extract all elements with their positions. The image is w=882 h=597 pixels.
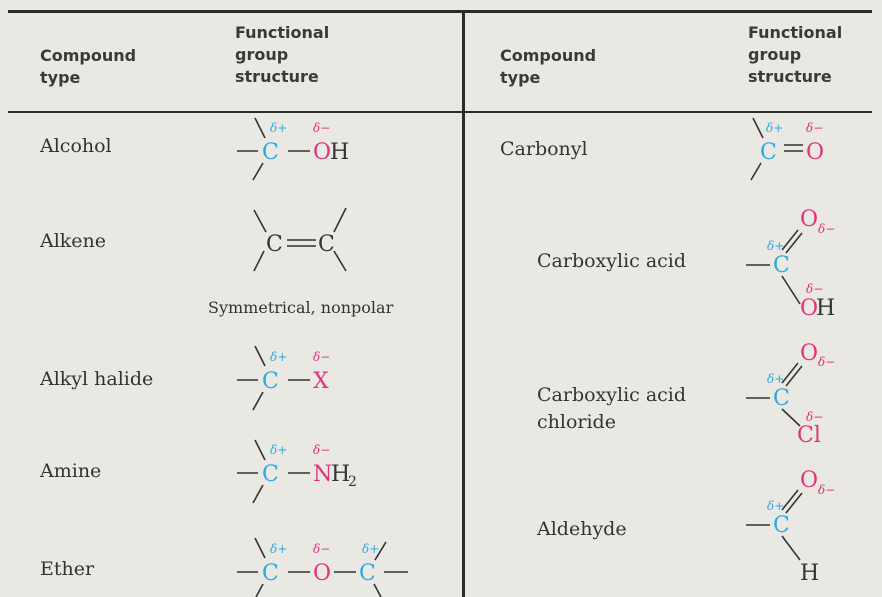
ether-delta-minus: δ− xyxy=(313,542,330,556)
amine-structure: C δ+ N H 2 δ− xyxy=(237,439,357,504)
amine-carbon: C xyxy=(262,462,279,487)
aldehyde-carbon: C xyxy=(773,513,790,538)
carbonyl-delta-minus: δ− xyxy=(806,121,823,135)
carboxylic-acid-carbonyl-oxygen: O xyxy=(800,207,818,232)
alkene-structure: C C xyxy=(253,207,347,272)
column-divider xyxy=(462,10,465,597)
carboxylic-acid-hydroxyl-oxygen: O xyxy=(800,296,818,321)
acid-chloride-structure: C δ+ O δ− δ− Cl xyxy=(746,341,835,448)
alkyl-halide-structure: C δ+ X δ− xyxy=(237,345,330,411)
alkyl-halide-carbon: C xyxy=(262,369,279,394)
row-name-alkene: Alkene xyxy=(40,230,107,252)
carboxylic-acid-carbon: C xyxy=(773,253,790,278)
row-name-amine: Amine xyxy=(40,460,102,482)
amine-subscript-2: 2 xyxy=(348,474,357,490)
header-compound-type-right: Compound type xyxy=(500,46,597,87)
alcohol-hydrogen: H xyxy=(330,140,349,165)
row-name-alcohol: Alcohol xyxy=(40,135,112,157)
alcohol-structure: C δ+ O H δ− xyxy=(237,117,349,181)
alcohol-carbon: C xyxy=(262,140,279,165)
table-top-rule xyxy=(8,10,872,13)
row-name-carboxylic-acid-chloride: Carboxylic acid chloride xyxy=(537,384,687,433)
alcohol-delta-plus: δ+ xyxy=(270,121,287,135)
acid-chloride-delta-plus: δ+ xyxy=(767,372,784,386)
header-functional-group-right: Functional group structure xyxy=(748,23,843,86)
ether-delta-plus-right: δ+ xyxy=(362,542,379,556)
alcohol-delta-minus: δ− xyxy=(313,121,330,135)
carbonyl-oxygen: O xyxy=(806,140,824,165)
row-name-carboxylic-acid: Carboxylic acid xyxy=(537,250,687,272)
ether-structure: C δ+ O δ− C δ+ xyxy=(237,537,408,597)
row-name-alkyl-halide: Alkyl halide xyxy=(40,368,154,390)
alkyl-halide-halogen: X xyxy=(313,369,329,394)
acid-chloride-chlorine: Cl xyxy=(797,423,821,448)
carbonyl-structure: C δ+ O δ− xyxy=(750,117,824,181)
aldehyde-delta-plus: δ+ xyxy=(767,499,784,513)
aldehyde-hydrogen: H xyxy=(800,561,819,586)
acid-chloride-delta-minus-cl: δ− xyxy=(806,410,823,424)
acid-chloride-delta-minus-top: δ− xyxy=(818,355,835,369)
amine-hydrogen: H xyxy=(331,462,350,487)
header-functional-group-left: Functional group structure xyxy=(235,23,330,86)
carboxylic-acid-hydrogen: H xyxy=(816,296,835,321)
carboxylic-acid-delta-minus-top: δ− xyxy=(818,222,835,236)
carboxylic-acid-delta-minus-oh: δ− xyxy=(806,282,823,296)
carboxylic-acid-delta-plus: δ+ xyxy=(767,239,784,253)
amine-delta-plus: δ+ xyxy=(270,443,287,457)
amine-delta-minus: δ− xyxy=(313,443,330,457)
alcohol-oxygen: O xyxy=(313,140,331,165)
carboxylic-acid-structure: C δ+ O δ− δ− O H xyxy=(746,207,835,321)
row-name-ether: Ether xyxy=(40,558,95,580)
amine-nitrogen: N xyxy=(313,462,332,487)
aldehyde-delta-minus: δ− xyxy=(818,483,835,497)
ether-oxygen: O xyxy=(313,561,331,586)
alkene-carbon-right: C xyxy=(318,232,335,257)
acid-chloride-oxygen: O xyxy=(800,341,818,366)
aldehyde-oxygen: O xyxy=(800,468,818,493)
alkyl-halide-delta-plus: δ+ xyxy=(270,350,287,364)
ether-carbon-left: C xyxy=(262,561,279,586)
alkyl-halide-delta-minus: δ− xyxy=(313,350,330,364)
aldehyde-structure: C δ+ O δ− H xyxy=(746,468,835,586)
carbonyl-carbon: C xyxy=(760,140,777,165)
ether-carbon-right: C xyxy=(359,561,376,586)
carbonyl-delta-plus: δ+ xyxy=(766,121,783,135)
alkene-carbon-left: C xyxy=(266,232,283,257)
acid-chloride-carbon: C xyxy=(773,386,790,411)
alkene-note: Symmetrical, nonpolar xyxy=(208,298,394,317)
row-name-carbonyl: Carbonyl xyxy=(500,138,588,160)
header-compound-type-left: Compound type xyxy=(40,46,137,87)
header-rule xyxy=(8,111,872,113)
ether-delta-plus-left: δ+ xyxy=(270,542,287,556)
row-name-aldehyde: Aldehyde xyxy=(537,518,627,540)
